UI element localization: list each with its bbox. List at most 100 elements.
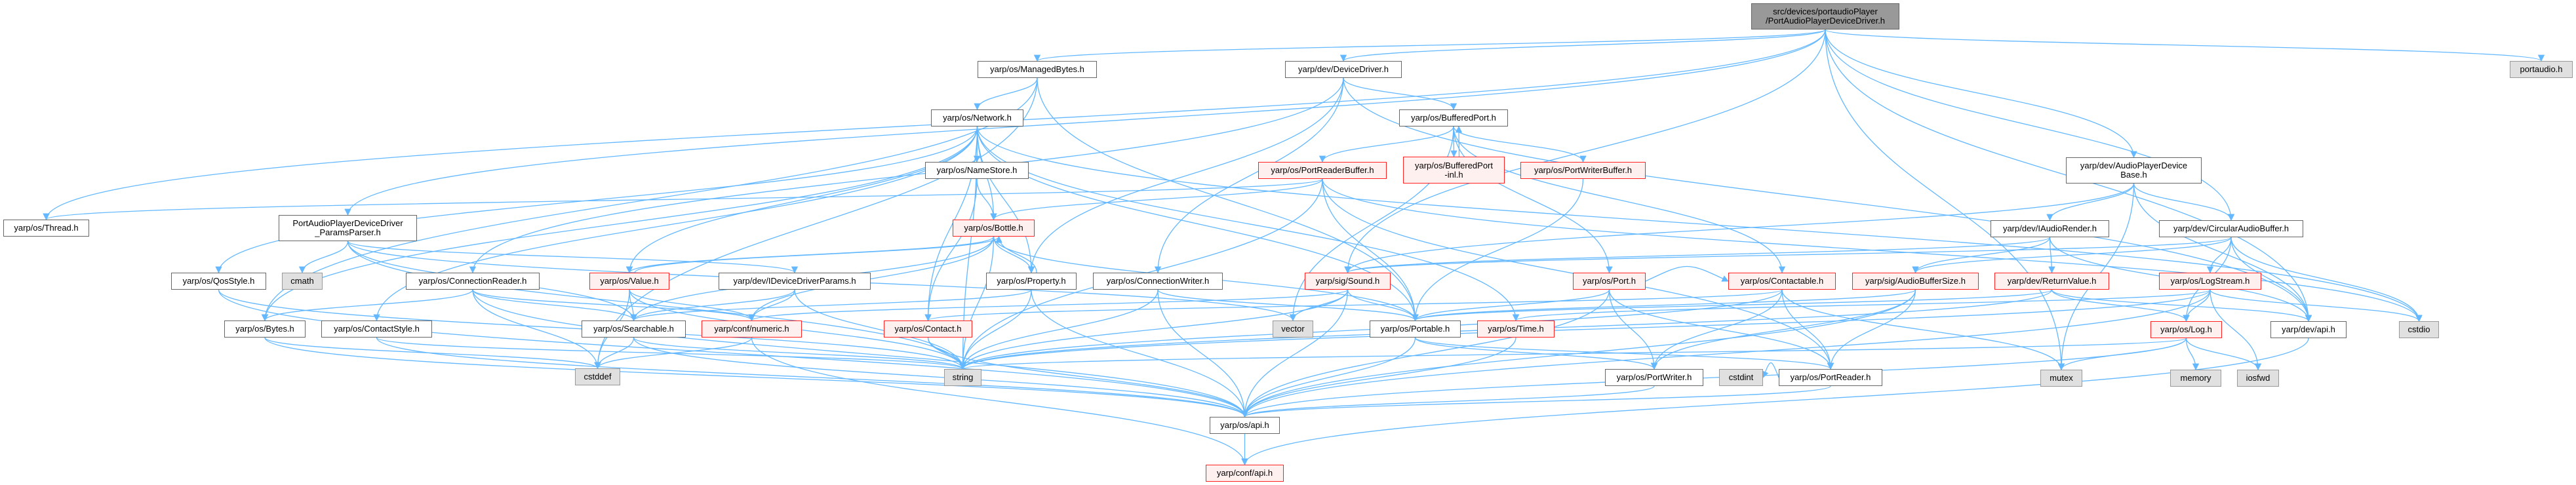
edge-contactstyle-to-osapi [376,337,1248,418]
node-logstream[interactable]: yarp/os/LogStream.h [2159,273,2261,290]
edge-bottle-to-property [993,236,1035,274]
node-osapi[interactable]: yarp/os/api.h [1210,417,1280,434]
edge-network-to-property [976,126,1035,274]
edge-ideviceparams-to-string [794,289,966,370]
edge-audiobuffersize-to-portable [1412,289,1916,322]
node-contactstyle[interactable]: yarp/os/ContactStyle.h [321,320,432,338]
node-qosstyle[interactable]: yarp/os/QosStyle.h [171,273,266,290]
edge-connectionreader-to-bytes [261,289,473,322]
node-main[interactable]: src/devices/portaudioPlayer /PortAudioPl… [1751,3,1899,29]
node-log[interactable]: yarp/os/Log.h [2150,321,2222,338]
edge-main-to-mutex [1825,29,2065,371]
node-value[interactable]: yarp/os/Value.h [589,273,669,290]
node-iosfwd[interactable]: iosfwd [2237,370,2279,387]
edge-devapi-to-confapi [1241,338,2309,466]
node-namestore[interactable]: yarp/os/NameStore.h [925,162,1029,179]
edge-audioplayerbase-to-circularaudiobuffer [2133,183,2235,222]
edge-main-to-paramsparser [344,29,1826,216]
edge-time-to-osapi [1241,337,1516,418]
node-connectionwriter[interactable]: yarp/os/ConnectionWriter.h [1093,273,1223,290]
edge-bottle-to-string [959,236,995,370]
node-confapi[interactable]: yarp/conf/api.h [1206,465,1284,482]
node-port[interactable]: yarp/os/Port.h [1573,273,1646,290]
node-bottle[interactable]: yarp/os/Bottle.h [953,220,1035,237]
edge-contact-to-string [927,337,966,370]
edge-audioplayerbase-to-iaudiorender [2046,183,2135,222]
node-sound[interactable]: yarp/sig/Sound.h [1305,273,1391,290]
node-managedbytes[interactable]: yarp/os/ManagedBytes.h [978,61,1097,78]
node-thread[interactable]: yarp/os/Thread.h [3,220,89,237]
edge-port-to-contactable [1645,265,1729,282]
node-vector[interactable]: vector [1273,320,1313,338]
node-audioplayerbase[interactable]: yarp/dev/AudioPlayerDevice Base.h [2066,157,2202,184]
edge-property-to-bottle [995,235,1037,273]
edge-portwriterbuffer-to-portable [1412,178,1584,322]
edge-port-to-portwriter [1608,289,1658,370]
edge-network-to-contactstyle [373,126,978,322]
node-memory[interactable]: memory [2170,370,2221,387]
edge-bufferedport-to-vector [1289,126,1454,322]
node-devapi[interactable]: yarp/dev/api.h [2270,321,2347,338]
edge-sound-to-string [959,289,1349,370]
edge-sound-to-numeric [748,289,1349,322]
edge-main-to-managedbytes [1034,29,1826,62]
edge-log-to-iosfwd [2185,338,2262,371]
node-paramsparser[interactable]: PortAudioPlayerDeviceDriver _ParamsParse… [279,215,417,241]
node-portwriter[interactable]: yarp/os/PortWriter.h [1605,369,1703,386]
node-iaudiorender[interactable]: yarp/dev/IAudioRender.h [1991,220,2109,237]
node-ideviceparams[interactable]: yarp/dev/IDeviceDriverParams.h [719,273,871,290]
node-searchable[interactable]: yarp/os/Searchable.h [582,320,686,338]
node-connectionreader[interactable]: yarp/os/ConnectionReader.h [406,273,540,290]
edge-port-to-portable [1412,289,1610,322]
node-cstddef[interactable]: cstddef [575,368,620,385]
edge-bytes-to-osapi [264,337,1248,418]
edge-value-to-bottle [634,235,1002,273]
node-circularaudiobuffer[interactable]: yarp/dev/CircularAudioBuffer.h [2159,220,2303,237]
node-bufferedport[interactable]: yarp/os/BufferedPort.h [1399,109,1508,126]
edge-contactable-to-portreader [1781,289,1834,370]
node-cstdint[interactable]: cstdint [1719,369,1763,386]
edge-logstream-to-time [1513,289,2211,322]
node-portaudio[interactable]: portaudio.h [2510,61,2573,78]
node-audiobuffersize[interactable]: yarp/sig/AudioBufferSize.h [1852,273,1979,290]
edge-searchable-to-osapi [633,337,1248,418]
node-cstdio[interactable]: cstdio [2399,321,2439,338]
node-contactable[interactable]: yarp/os/Contactable.h [1728,273,1836,290]
edge-network-to-qosstyle [215,126,978,274]
node-portable[interactable]: yarp/os/Portable.h [1370,320,1461,338]
edge-namestore-to-contact [924,178,978,322]
edge-namestore-to-bottle [976,178,997,221]
node-string[interactable]: string [944,369,981,386]
node-portreaderbuffer[interactable]: yarp/os/PortReaderBuffer.h [1258,162,1387,179]
node-cmath[interactable]: cmath [282,273,323,290]
edge-connectionreader-to-searchable [472,289,637,322]
node-bufferedportinl[interactable]: yarp/os/BufferedPort -inl.h [1403,157,1505,184]
node-time[interactable]: yarp/os/Time.h [1477,320,1555,338]
edge-logstream-to-osapi [1241,289,2211,418]
edge-circularaudiobuffer-to-devapi [2230,237,2312,322]
node-bytes[interactable]: yarp/os/Bytes.h [224,320,306,338]
edge-network-to-value [625,126,978,274]
edge-main-to-portaudio [1825,29,2545,62]
edge-ideviceparams-to-searchable [630,289,795,322]
node-property[interactable]: yarp/os/Property.h [986,273,1077,290]
node-numeric[interactable]: yarp/conf/numeric.h [702,320,802,338]
node-network[interactable]: yarp/os/Network.h [931,109,1023,126]
edge-circularaudiobuffer-to-audiobuffersize [1912,237,2232,274]
node-devicedriver[interactable]: yarp/dev/DeviceDriver.h [1285,61,1402,78]
edge-contactable-to-contact [924,289,1783,322]
node-contact[interactable]: yarp/os/Contact.h [884,320,972,338]
node-returnvalue[interactable]: yarp/dev/ReturnValue.h [1994,273,2109,290]
node-mutex[interactable]: mutex [2040,370,2082,387]
edge-portwriter-to-osapi [1241,385,1655,418]
edge-audioplayerbase-to-devapi [2133,183,2312,322]
edge-sound-to-vector [1289,289,1349,322]
edge-contact-to-osapi [927,337,1248,418]
edge-port-to-portreader [1608,289,1834,370]
node-portreader[interactable]: yarp/os/PortReader.h [1779,369,1882,386]
edge-audiobuffersize-to-portreader [1827,289,1916,370]
node-portwriterbuffer[interactable]: yarp/os/PortWriterBuffer.h [1520,162,1646,179]
edge-circularaudiobuffer-to-cstdio [2230,237,2423,322]
edge-log-to-memory [2185,338,2200,371]
